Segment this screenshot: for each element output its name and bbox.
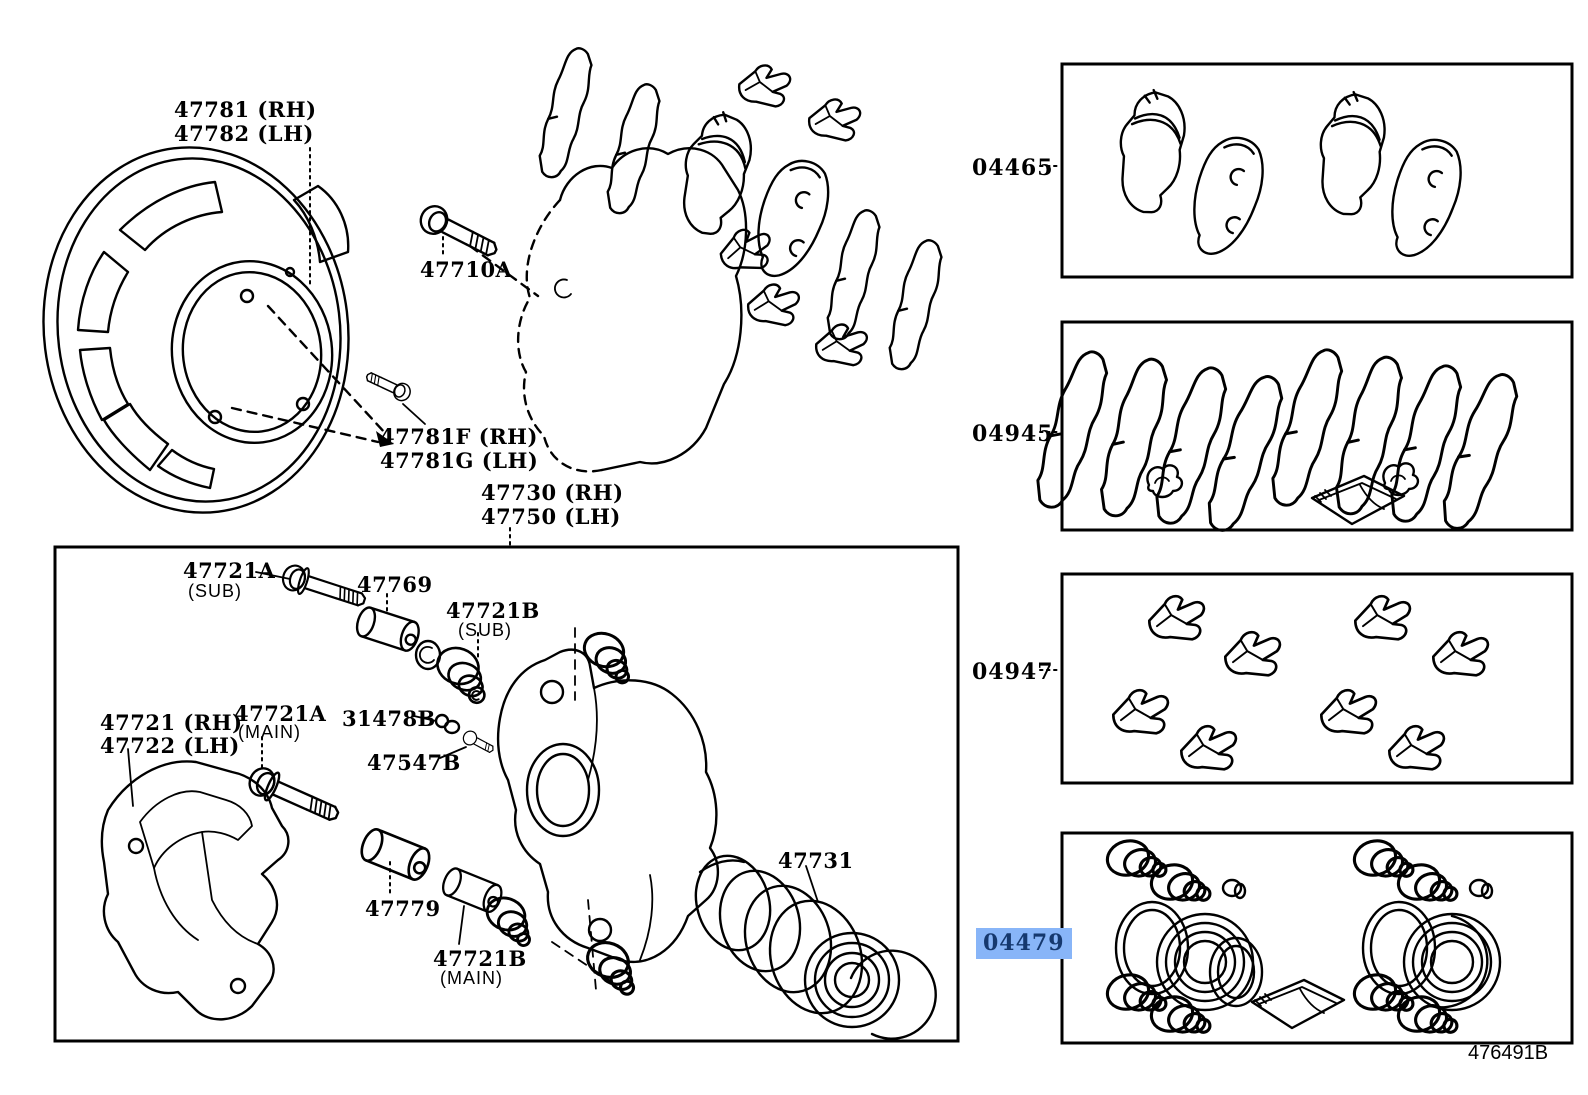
label-mounting-lh: 47722 (LH)	[100, 733, 240, 758]
kit-box-04947	[1060, 572, 1574, 785]
kit-04465-contents	[1109, 85, 1470, 265]
pin-boot-main-drawing	[438, 864, 543, 949]
label-pin-boot-main: 47721B	[433, 946, 527, 971]
label-slide-pin-sub: 47721A	[183, 558, 276, 583]
shield-bolt-pointers	[230, 304, 388, 444]
caliper-housing-drawing	[496, 626, 719, 998]
label-caliper-assembly-lh: 47750 (LH)	[481, 504, 621, 529]
figure-code: 476491B	[1468, 1042, 1549, 1064]
label-pin-sleeve: 47779	[365, 896, 441, 921]
cylinder-boot-drawing	[694, 854, 937, 1040]
caliper-mount-drawing	[516, 147, 748, 473]
pointer-arrowhead	[376, 431, 394, 447]
main-assembly-box	[53, 545, 960, 1043]
leader-lines-solid	[127, 403, 819, 945]
label-slide-pin-main-note: (MAIN)	[238, 722, 301, 742]
label-mounting-rh: 47721 (RH)	[100, 710, 243, 735]
label-caliper-assembly-rh: 47730 (RH)	[481, 480, 624, 505]
bleeder-parts-drawing	[434, 713, 494, 753]
label-pin-boot-sub: 47721B	[446, 598, 540, 623]
kit-box-04465	[1060, 62, 1574, 279]
label-union-bolt: 47710A	[420, 257, 513, 282]
kit-label-04947: 04947	[972, 659, 1054, 685]
label-cylinder-boot: 47731	[778, 848, 854, 873]
label-bleeder-plug: 31478B	[342, 706, 436, 731]
label-shield-bolt-rh: 47781F (RH)	[380, 424, 538, 449]
shield-bolt-drawing	[365, 372, 411, 402]
kit-label-04479: 04479	[976, 928, 1072, 959]
slide-pin-main-drawing	[243, 762, 345, 831]
label-slide-pin-sub-note: (SUB)	[188, 581, 242, 601]
mounting-bracket-drawing	[100, 760, 290, 1021]
pin-sleeve-drawing	[356, 825, 435, 884]
label-slide-pin-main: 47721A	[234, 701, 327, 726]
kit-label-04945: 04945	[972, 421, 1054, 447]
label-pin-boot-main-note: (MAIN)	[440, 968, 503, 988]
bushing-drawing	[352, 604, 442, 671]
kit-04947-contents	[1111, 594, 1490, 771]
label-bushing: 47769	[357, 572, 433, 597]
dust-shield-drawing	[42, 146, 350, 514]
slide-pin-sub-drawing	[278, 560, 370, 615]
leader-lines-dotted	[261, 147, 1061, 945]
label-pin-boot-sub-note: (SUB)	[458, 620, 512, 640]
kit-04945-contents	[1028, 343, 1527, 539]
kit-box-04945	[1060, 320, 1574, 532]
label-shield-bolt-lh: 47781G (LH)	[380, 448, 539, 473]
kit-04479-contents	[1101, 831, 1502, 1047]
label-dust-shield-lh: 47782 (LH)	[174, 121, 314, 146]
kit-label-04465: 04465	[972, 155, 1054, 181]
label-bleeder-cap: 47547B	[367, 750, 461, 775]
label-dust-shield-rh: 47781 (RH)	[174, 97, 317, 122]
